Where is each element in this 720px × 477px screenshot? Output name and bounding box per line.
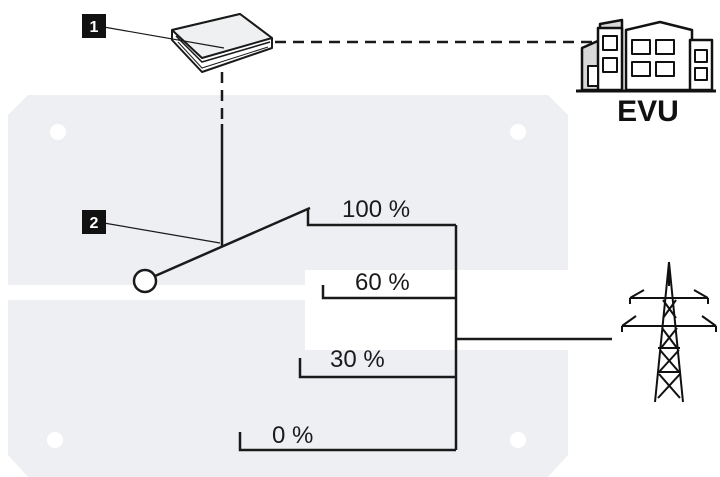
mounting-hole-top-left bbox=[50, 124, 66, 140]
contact-100 bbox=[306, 210, 456, 227]
relay-level-label-0: 0 % bbox=[272, 422, 313, 449]
relay-level-label-30: 30 % bbox=[330, 346, 385, 373]
callout-2-leader bbox=[97, 221, 221, 244]
relay-contacts bbox=[238, 210, 612, 452]
callout-1-number: 1 bbox=[90, 19, 99, 36]
signal-lines bbox=[220, 40, 595, 122]
callout-badge-2: 2 bbox=[82, 210, 106, 234]
housing-top-panel bbox=[8, 95, 568, 285]
mounting-hole-bottom-left bbox=[47, 432, 63, 448]
switch-lever bbox=[154, 206, 311, 278]
switch-pivot bbox=[132, 268, 158, 294]
contact-60 bbox=[321, 285, 456, 300]
relay-level-label-60: 60 % bbox=[355, 269, 410, 296]
utility-label: EVU bbox=[617, 95, 679, 128]
callout-2-number: 2 bbox=[90, 215, 99, 232]
housing-background bbox=[8, 95, 568, 477]
contact-30 bbox=[298, 358, 456, 379]
callout-1-leader bbox=[97, 25, 225, 49]
callout-badge-1: 1 bbox=[82, 14, 106, 38]
callout-leaders bbox=[97, 25, 225, 244]
relay-switch bbox=[132, 206, 311, 294]
relay-level-label-100: 100 % bbox=[342, 196, 410, 223]
utility-building-icon bbox=[576, 18, 716, 93]
ripple-control-receiver-icon bbox=[171, 13, 273, 73]
mounting-hole-bottom-right bbox=[510, 432, 526, 448]
mounting-hole-top-right bbox=[510, 124, 526, 140]
housing-bottom-panel bbox=[8, 300, 568, 477]
transmission-tower-icon bbox=[621, 261, 717, 403]
contact-0 bbox=[238, 432, 456, 452]
